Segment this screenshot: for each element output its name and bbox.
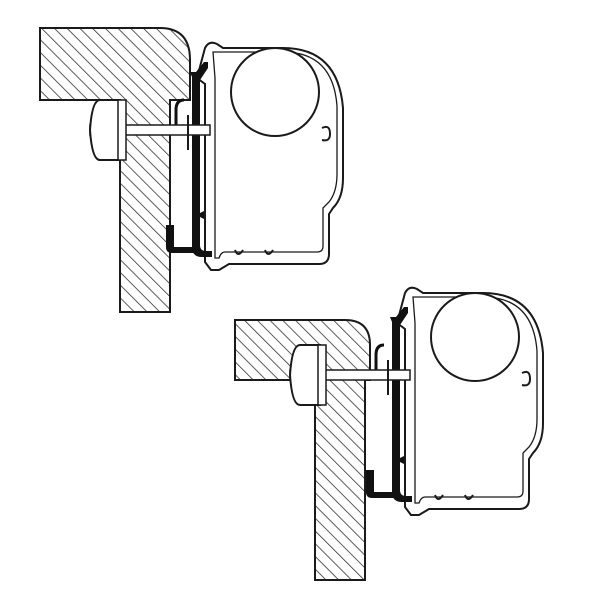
- wall-section-lower: [234, 319, 371, 581]
- wall-section-upper: [39, 27, 191, 313]
- lower-mounting-view: [234, 286, 545, 581]
- upper-mounting-view: [39, 27, 345, 313]
